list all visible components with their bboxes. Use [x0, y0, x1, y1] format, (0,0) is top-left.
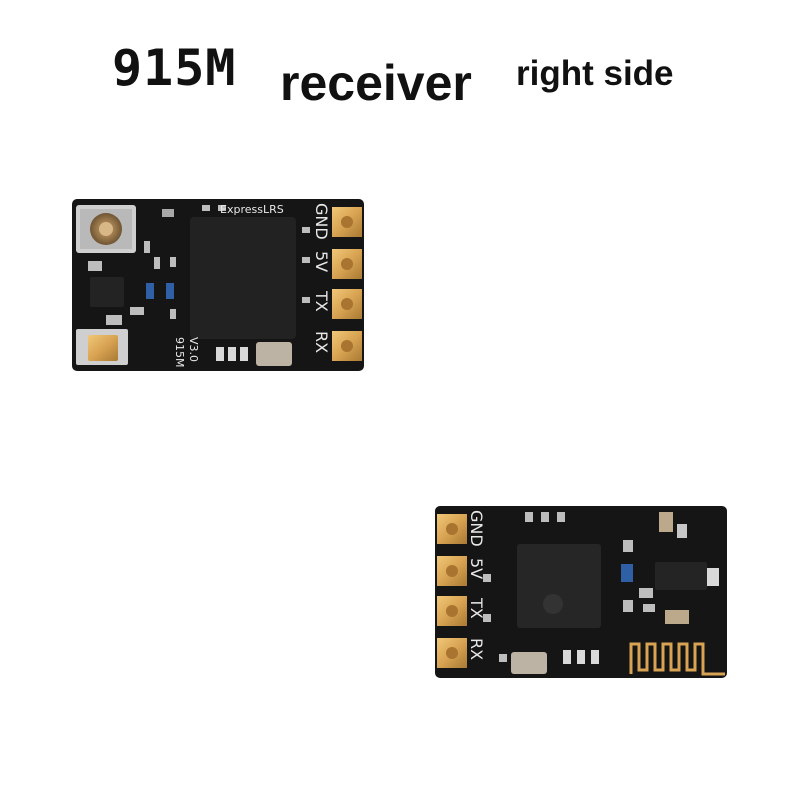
pin-label-5v: 5V — [312, 251, 331, 272]
solder-pads — [437, 514, 467, 668]
gold-pad-left — [76, 329, 128, 365]
pad-5v — [437, 556, 467, 586]
pin-label-rx: RX — [312, 331, 331, 353]
pin-label-5v: 5V — [467, 558, 486, 579]
brand-label: ExpressLRS — [220, 203, 284, 216]
receiver-board-back: GND 5V TX RX — [435, 506, 727, 678]
pad-tx — [332, 289, 362, 319]
pad-gnd — [332, 207, 362, 237]
pad-5v — [332, 249, 362, 279]
title-product: receiver — [280, 55, 472, 111]
receiver-board-front: ExpressLRS 915M V3.0 GND 5V TX RX — [72, 199, 364, 371]
passive-components — [483, 512, 719, 664]
voltage-regulator — [655, 562, 707, 590]
small-ic — [90, 277, 124, 307]
title-view: right side — [516, 54, 674, 93]
mcu-logo — [543, 594, 563, 614]
pin-label-tx: TX — [467, 597, 486, 619]
pad-gnd — [437, 514, 467, 544]
pad-tx — [437, 596, 467, 626]
solder-pads — [332, 207, 362, 361]
antenna-connector — [76, 205, 136, 253]
crystal — [256, 342, 292, 366]
pad-rx — [332, 331, 362, 361]
pad-rx — [437, 638, 467, 668]
title-model: 915M — [112, 39, 237, 97]
main-chip — [190, 217, 296, 339]
passive-components — [88, 205, 310, 361]
mcu-chip — [517, 544, 601, 628]
model-label: 915M — [173, 337, 186, 368]
pin-label-gnd: GND — [312, 203, 331, 240]
pin-label-tx: TX — [312, 290, 331, 312]
crystal — [511, 652, 547, 674]
pcb-antenna — [629, 642, 725, 676]
version-label: V3.0 — [187, 337, 200, 362]
pin-label-gnd: GND — [467, 510, 486, 547]
pin-label-rx: RX — [467, 638, 486, 660]
